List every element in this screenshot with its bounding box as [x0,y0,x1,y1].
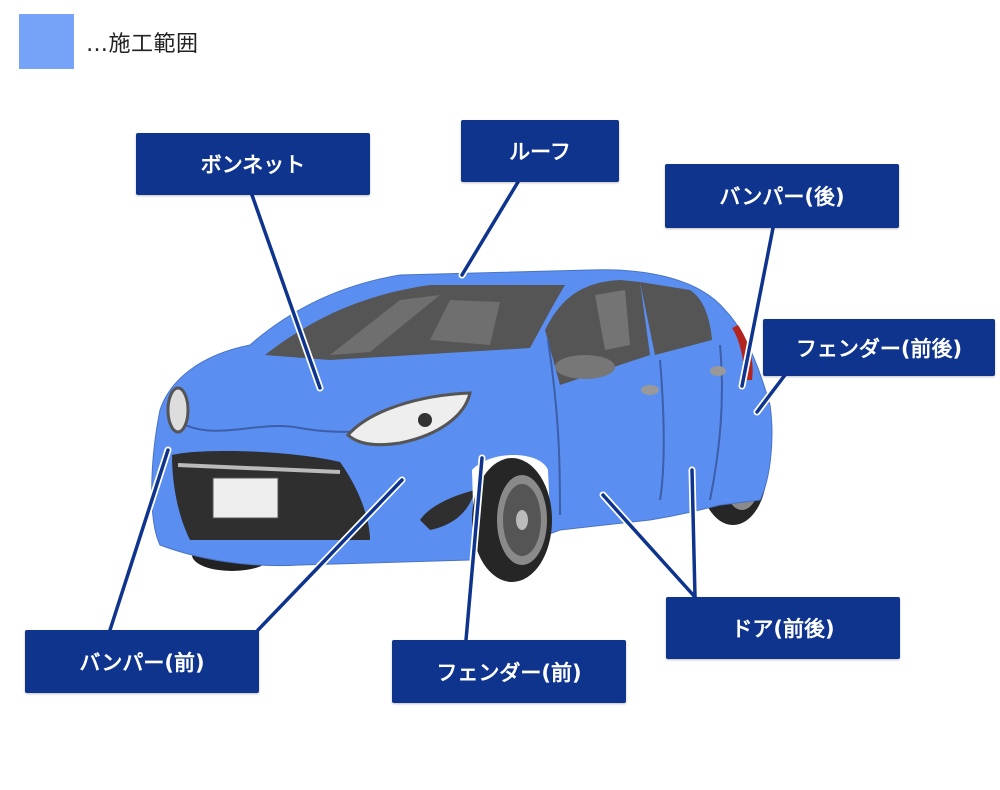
label-bumper-rear: バンパー(後) [665,164,899,228]
label-door-front-rear: ドア(前後) [666,597,900,659]
legend-text: …施工範囲 [86,31,199,57]
label-fender-front: フェンダー(前) [392,640,626,703]
side-mirror [555,355,615,379]
side-window-rear [640,282,712,355]
license-plate [212,477,279,519]
leader-lines [106,178,789,644]
legend-swatch [19,14,74,69]
headlight-right [345,391,472,447]
headlight-left [166,386,190,434]
label-bonnet: ボンネット [136,133,370,195]
front-wheel-icon [472,455,552,582]
label-roof: ルーフ [461,120,619,182]
label-bumper-front: バンパー(前) [25,630,259,693]
label-fender-front-rear: フェンダー(前後) [763,319,995,376]
legend: …施工範囲 [19,14,199,69]
